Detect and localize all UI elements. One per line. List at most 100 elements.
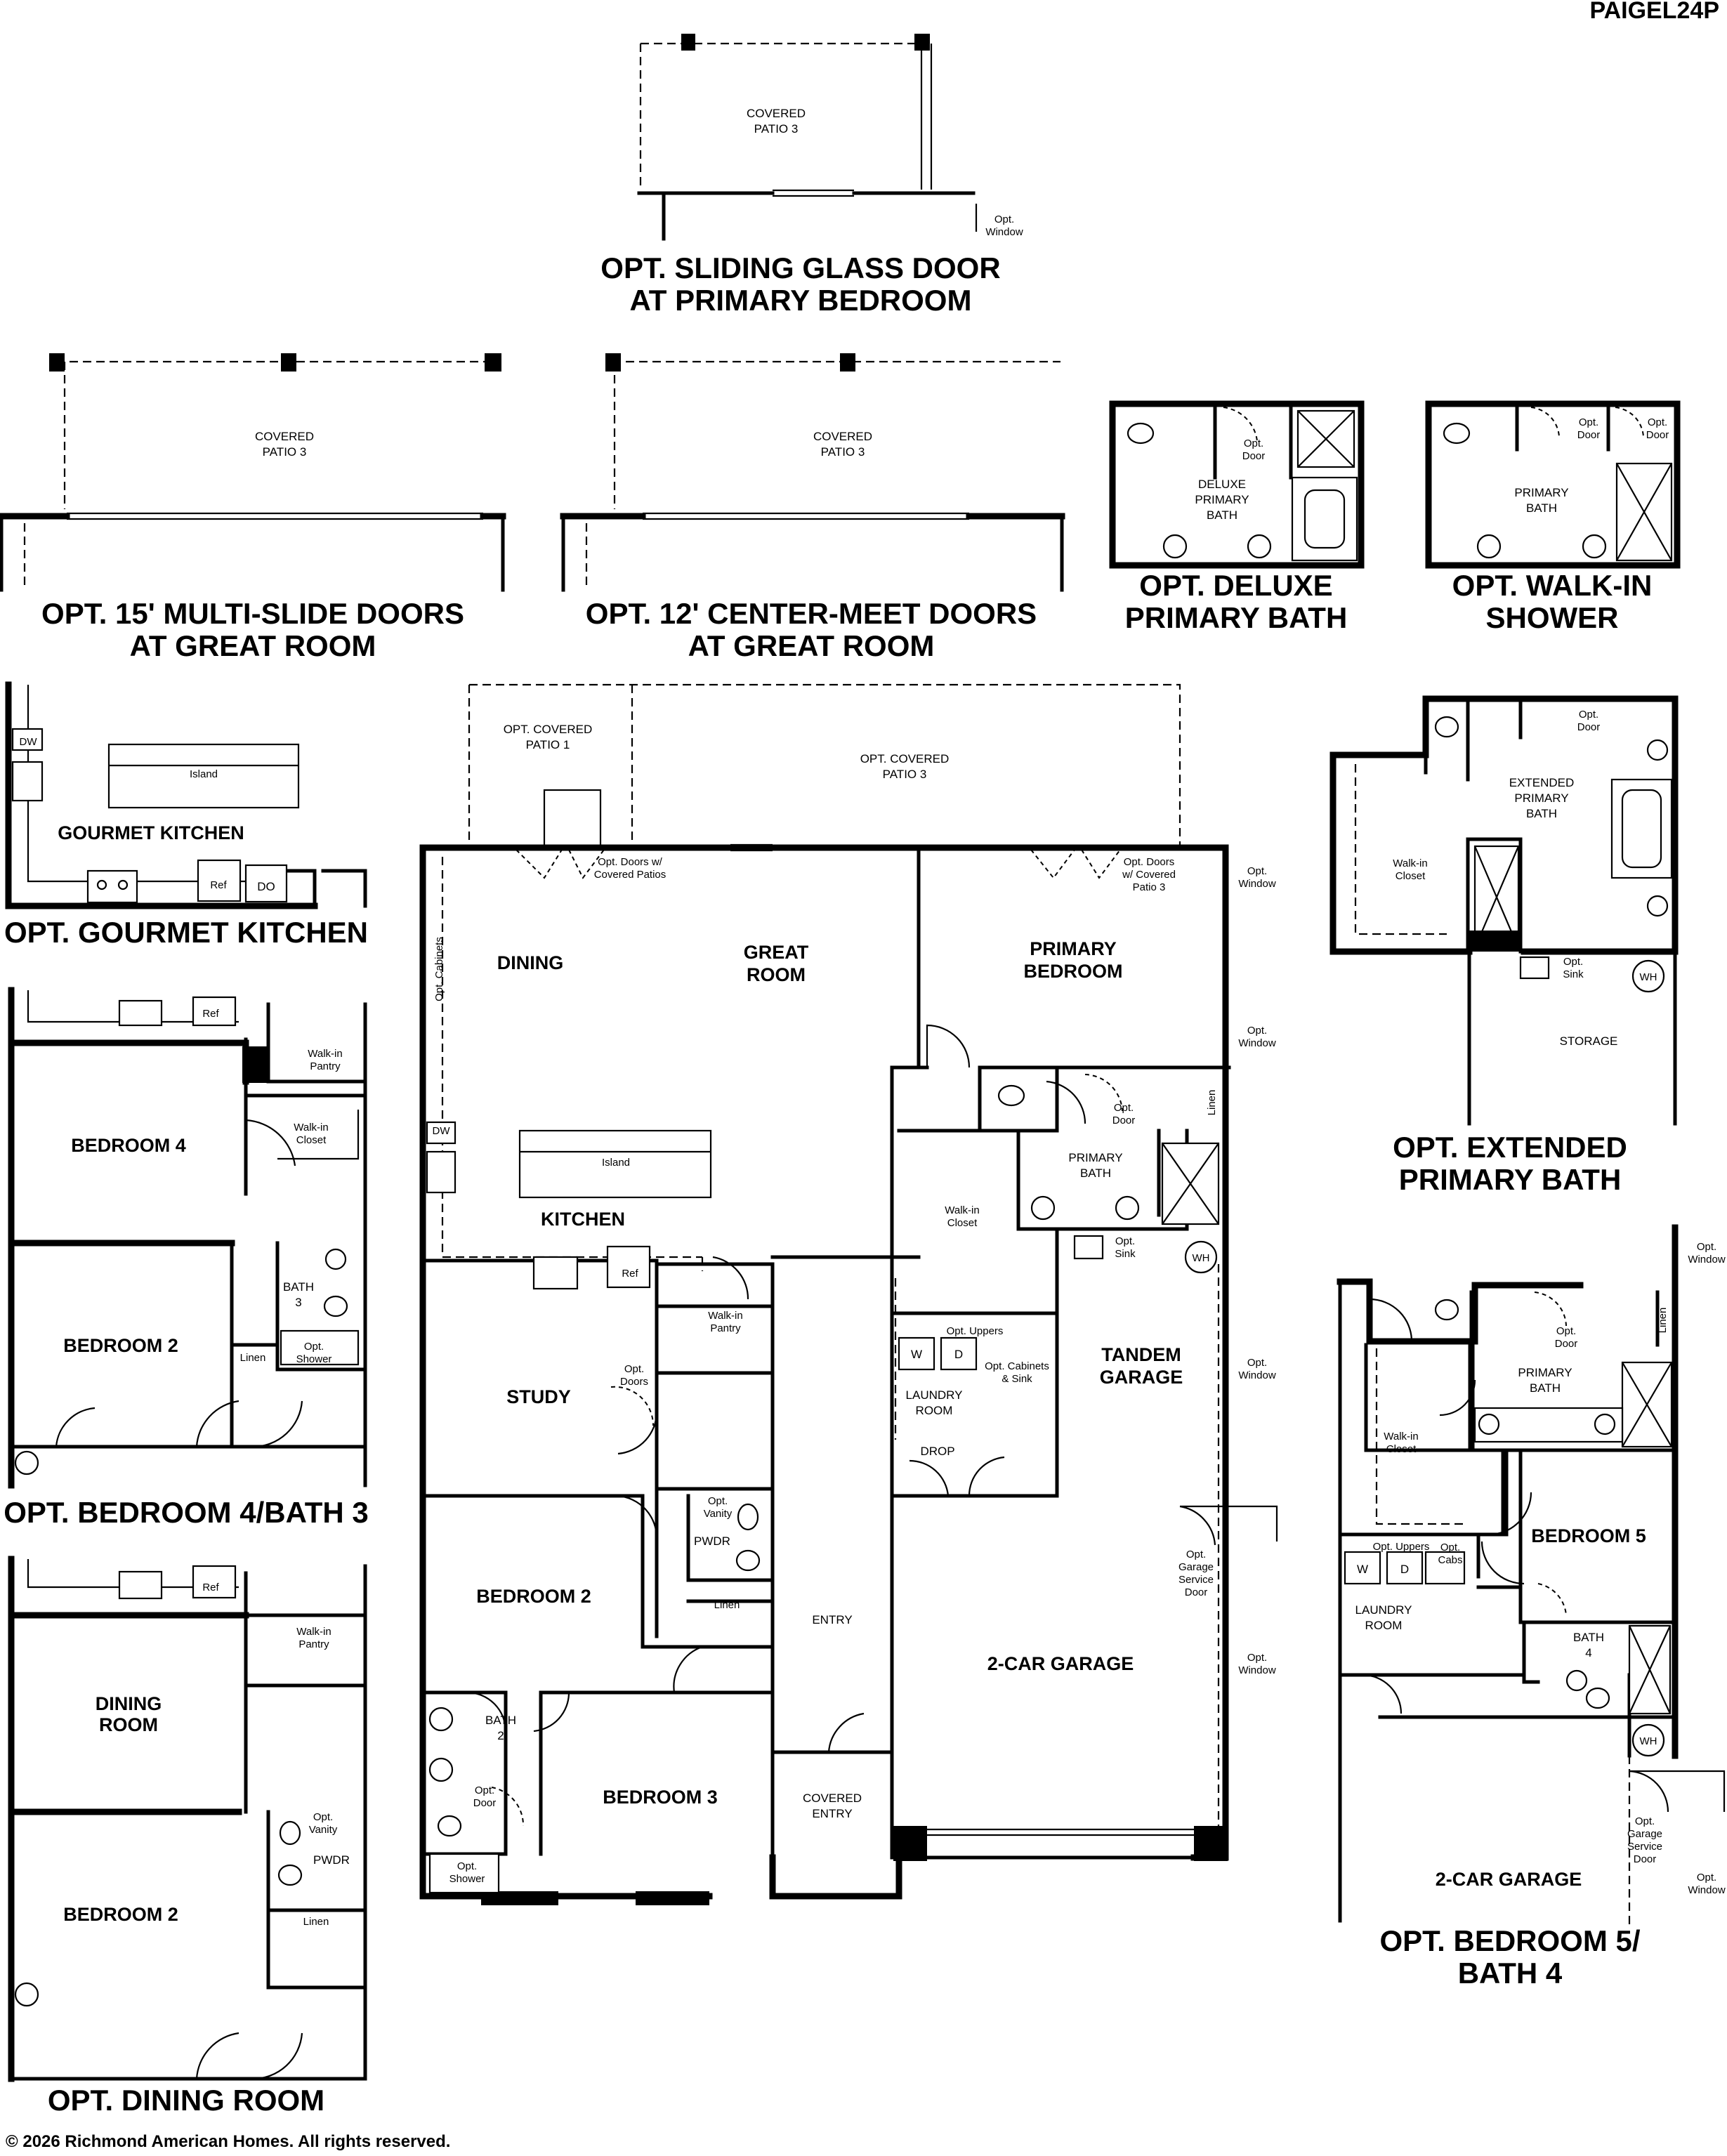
window-label: Opt. [1247,1652,1267,1664]
door-label: Opt. [1579,416,1598,428]
window-label: Window [1688,1884,1726,1896]
room-label: KITCHEN [541,1209,625,1230]
door-label: Door [1577,429,1601,441]
bath-label: 3 [295,1296,301,1309]
option-title: OPT. WALK-IN [1452,569,1653,602]
option-title: OPT. EXTENDED [1393,1131,1627,1164]
sink-label: Sink [1115,1248,1136,1260]
door-label: Door [1577,721,1601,733]
option-title: AT GREAT ROOM [688,629,935,662]
door-label: Opt. [1244,438,1263,449]
pwdr-label: PWDR [694,1534,730,1548]
wh-label: WH [1193,1252,1210,1264]
room-label: DELUXE [1198,478,1246,491]
cabs-label: Cabs [1438,1554,1462,1566]
room-label: PRIMARY [1518,1366,1572,1379]
room-label: STUDY [506,1386,571,1407]
room-label: COVERED [803,1792,862,1805]
doors-label: w/ Covered [1122,869,1176,881]
door-label: Opt. [1579,709,1598,721]
bath-label: 2 [497,1729,504,1742]
pantry-label: Walk-in [308,1048,342,1060]
room-label: ENTRY [812,1807,852,1820]
pantry-label: Walk-in [708,1310,742,1322]
shower-label: Shower [296,1353,332,1365]
d-label: D [1400,1563,1409,1576]
window-label: Window [1238,878,1276,890]
sink-label: Opt. [1115,1235,1135,1247]
ref-label: Ref [210,879,227,891]
option-title: OPT. GOURMET KITCHEN [4,916,368,949]
patio-label: PATIO 3 [754,122,799,136]
room-label: BEDROOM [1024,961,1123,982]
door-label: Door [1555,1338,1578,1350]
window-label: Window [1688,1254,1726,1266]
door-label: Opt. [1556,1325,1576,1337]
dw-label: DW [433,1125,451,1137]
room-label: BEDROOM 2 [63,1904,178,1925]
linen-label: Linen [240,1352,266,1364]
gsd-label: Garage [1178,1561,1214,1573]
room-label: BEDROOM 3 [603,1787,718,1808]
window-label: Opt. [1247,1357,1267,1369]
shower-label: Shower [449,1873,485,1885]
door-label: Door [1112,1115,1136,1126]
gsd-label: Service [1627,1841,1662,1853]
linen-label: Linen [1657,1308,1669,1334]
option-title: OPT. BEDROOM 5/ [1379,1924,1640,1957]
room-label: BATH [1530,1381,1561,1395]
plan-code: PAIGEL24P [1589,0,1719,24]
shower-label: Opt. [457,1860,477,1872]
gsd-label: Service [1178,1574,1214,1586]
option-title: AT PRIMARY BEDROOM [630,284,972,317]
room-label: STORAGE [1560,1034,1618,1048]
option-title: OPT. 15' MULTI-SLIDE DOORS [41,597,464,630]
option-title: SHOWER [1486,601,1619,634]
bath-label: BATH [485,1714,516,1727]
doors-label: Opt. [624,1363,644,1375]
ref-label: Ref [622,1268,638,1280]
option-title: OPT. SLIDING GLASS DOOR [600,251,1000,284]
cabinets-sink-label: Opt. Cabinets [985,1360,1049,1372]
linen-label: Linen [1206,1090,1218,1116]
pantry-label: Walk-in [296,1626,331,1638]
option-walkin-shower: Opt. Door Opt. Door PRIMARY BATH OPT. WA… [1425,400,1681,634]
pwdr-label: PWDR [313,1853,350,1867]
option-bedroom4-bath3: Walk-in Pantry Walk-in Closet Ref BEDROO… [4,987,369,1529]
wh-label: WH [1640,1735,1657,1747]
closet-label: Closet [947,1217,978,1229]
gsd-label: Opt. [1186,1549,1206,1560]
gsd-label: Door [1185,1586,1208,1598]
patio-label: COVERED [747,107,806,120]
option-dining-room: Ref Walk-in Pantry DINING ROOM Opt. Vani… [8,1556,367,2117]
option-deluxe-bath: Opt. Door DELUXE PRIMARY BATH OPT. DELUX… [1109,400,1365,634]
patio-label: PATIO 3 [883,768,927,781]
option-center-meet-doors: COVERED PATIO 3 OPT. 12' CENTER-MEET DOO… [560,353,1065,662]
door-label: Opt. [1648,416,1667,428]
closet-label: Closet [296,1134,327,1146]
option-title: PRIMARY BATH [1125,601,1348,634]
room-label: LAUNDRY [906,1388,963,1402]
vanity-label: Vanity [309,1824,338,1836]
room-label: PRIMARY [1195,493,1249,506]
room-label: DINING [497,952,564,973]
shower-label: Opt. [304,1341,324,1353]
option-title: OPT. DELUXE [1139,569,1332,602]
option-extended-bath: Opt. Door EXTENDED PRIMARY BATH Walk-in … [1329,695,1679,1196]
room-label: ROOM [916,1404,953,1417]
vanity-label: Opt. [313,1811,333,1823]
door-label: Door [1242,450,1266,462]
patio-label: COVERED [813,430,872,443]
drop-label: DROP [920,1445,954,1458]
uppers-label: Opt. Uppers [1373,1541,1430,1553]
room-label: BEDROOM 2 [63,1335,178,1356]
w-label: W [911,1348,922,1361]
pantry-label: Pantry [710,1322,741,1334]
dw-label: DW [20,736,38,748]
vanity-label: Vanity [704,1508,733,1520]
room-label: LAUNDRY [1355,1603,1412,1617]
option-bedroom5-bath4: Opt. Door Linen PRIMARY BATH Walk-in Clo… [1337,1224,1726,1990]
room-label: BEDROOM 5 [1531,1525,1646,1546]
room-label: EXTENDED [1509,776,1575,789]
